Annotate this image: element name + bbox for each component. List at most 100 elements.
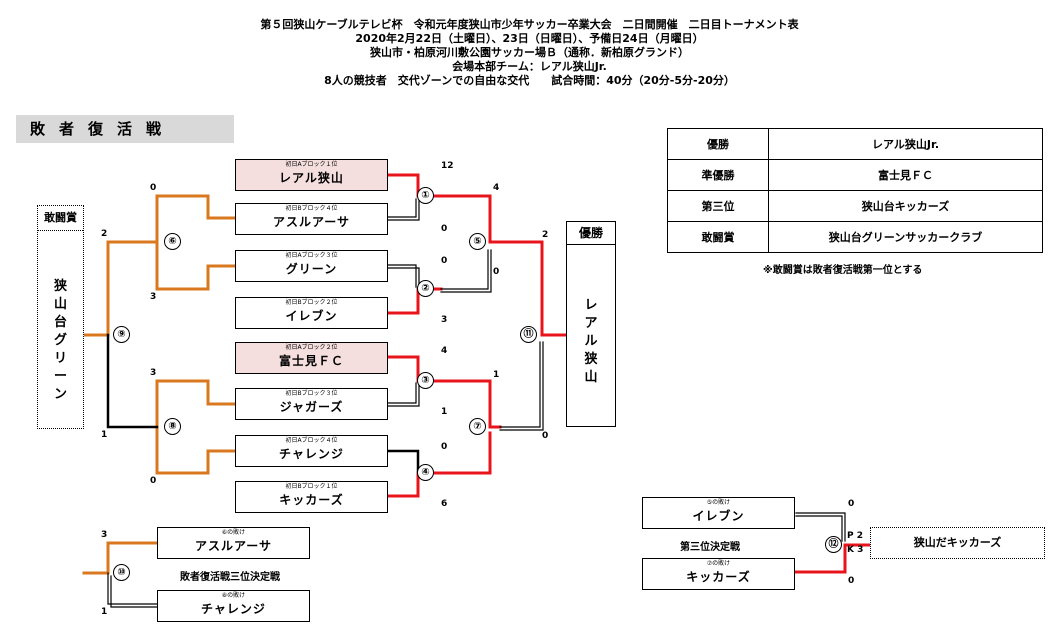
results-table: 優勝 レアル狭山Jr. 準優勝 富士見ＦＣ 第三位 狭山台キッカーズ 敢闘賞 狭…: [667, 128, 1043, 253]
consolation-final-top: ⑥の敗け アスルアーサ: [157, 527, 310, 559]
consolation-final-bottom: ⑧の敗け チャレンジ: [157, 590, 310, 622]
fighting-spirit-box: 敢闘賞 狭山台グリーン: [37, 205, 84, 429]
team-slot: 初日Bブロック３位 ジャガーズ: [235, 388, 388, 420]
team-seed-label: 初日Bブロック１位: [285, 483, 338, 490]
team-name: レアル狭山: [279, 171, 344, 185]
vertical-char: ア: [584, 316, 598, 331]
champion-label: 優勝: [567, 222, 615, 245]
score: 12: [441, 161, 454, 171]
score: 1: [101, 607, 108, 617]
team-seed-label: 初日Aブロック３位: [285, 252, 338, 259]
result-key: 第三位: [667, 190, 769, 222]
team-seed-label: 初日Bブロック２位: [285, 299, 338, 306]
team-name: イレブン: [692, 509, 745, 523]
result-key: 敢闘賞: [667, 221, 769, 253]
fighting-spirit-team: 狭山台グリーン: [38, 278, 83, 404]
result-value: 狭山台グリーンサッカークラブ: [768, 221, 1043, 253]
score: 2: [542, 230, 549, 240]
team-name: チャレンジ: [279, 447, 344, 461]
vertical-char: 山: [53, 297, 67, 312]
score: 0: [848, 576, 855, 586]
score: 0: [542, 431, 549, 441]
score: 1: [101, 430, 108, 440]
match-1-marker: ①: [417, 187, 434, 204]
vertical-char: リ: [53, 351, 67, 366]
team-slot: 初日Aブロック３位 グリーン: [235, 250, 388, 282]
table-row: 敢闘賞 狭山台グリーンサッカークラブ: [667, 221, 1043, 253]
vertical-char: ル: [584, 334, 598, 349]
fighting-spirit-label: 敢闘賞: [38, 206, 83, 231]
team-seed-label: 初日Bブロック３位: [285, 390, 338, 397]
score: 0: [150, 476, 157, 486]
vertical-char: ー: [53, 369, 67, 384]
team-name: グリーン: [285, 262, 338, 276]
team-slot: 初日Bブロック１位 キッカーズ: [235, 481, 388, 513]
team-name: アスルアーサ: [194, 539, 273, 553]
score: 3: [150, 368, 157, 378]
consolation-title: 敗者復活戦: [16, 115, 234, 143]
team-name: アスルアーサ: [272, 215, 351, 229]
team-seed-label: 初日Bブロック４位: [285, 205, 338, 212]
result-key: 準優勝: [667, 159, 769, 191]
team-seed-label: ⑥の敗け: [221, 529, 246, 536]
vertical-char: 山: [584, 370, 598, 385]
score: 0: [441, 256, 448, 266]
vertical-char: 狭: [53, 279, 67, 294]
score: 4: [493, 183, 500, 193]
score: 0: [493, 267, 500, 277]
match-4-marker: ④: [417, 464, 434, 481]
team-name: ジャガーズ: [279, 400, 344, 414]
score: 0: [150, 183, 157, 193]
table-row: 優勝 レアル狭山Jr.: [667, 128, 1043, 160]
score: 4: [441, 346, 448, 356]
team-name: キッカーズ: [686, 570, 751, 584]
vertical-char: レ: [584, 298, 598, 313]
score: 1: [441, 407, 448, 417]
team-slot: 初日Aブロック２位 富士見ＦＣ: [235, 342, 388, 374]
header-line-4: 会場本部チーム：レアル狭山Jr.: [452, 60, 607, 73]
score: 0: [848, 499, 855, 509]
score: 2: [101, 229, 108, 239]
pk-score-top: P 2: [847, 531, 863, 541]
match-3-marker: ③: [417, 372, 434, 389]
team-slot: 初日Bブロック４位 アスルアーサ: [235, 203, 388, 235]
match-11-marker: ⑪: [520, 326, 537, 343]
team-slot: 初日Bブロック２位 イレブン: [235, 297, 388, 329]
score: 0: [441, 442, 448, 452]
pk-score-bottom: K 3: [847, 545, 864, 555]
results-note: ※敢闘賞は敗者復活戦第一位とする: [763, 265, 923, 276]
match-12-marker: ⑫: [825, 536, 842, 553]
team-slot: 初日Aブロック４位 チャレンジ: [235, 435, 388, 467]
match-9-marker: ⑨: [113, 326, 130, 343]
score: 3: [101, 530, 108, 540]
team-name: 富士見ＦＣ: [278, 354, 344, 368]
match-5-marker: ⑤: [469, 233, 486, 250]
result-value: 富士見ＦＣ: [768, 159, 1043, 191]
result-value: 狭山台キッカーズ: [768, 190, 1043, 222]
header-line-5: 8人の競技者 交代ゾーンでの自由な交代 試合時間：40分（20分-5分-20分）: [324, 74, 735, 87]
vertical-char: 台: [53, 315, 67, 330]
match-8-marker: ⑧: [164, 418, 181, 435]
header-line-1: 第５回狭山ケーブルテレビ杯 令和元年度狭山市少年サッカー卒業大会 二日間開催 二…: [260, 18, 799, 31]
champion-name: レアル狭山: [567, 297, 615, 387]
vertical-char: グ: [53, 333, 67, 348]
vertical-char: ン: [53, 387, 67, 402]
team-name: チャレンジ: [201, 602, 266, 616]
table-row: 準優勝 富士見ＦＣ: [667, 159, 1043, 191]
vertical-char: 狭: [584, 352, 598, 367]
third-place-bottom: ⑦の敗け キッカーズ: [642, 558, 795, 590]
team-seed-label: ⑤の敗け: [706, 499, 731, 506]
header-line-2: 2020年2月22日（土曜日）、23日（日曜日）、予備日24日（月曜日）: [355, 32, 704, 45]
match-2-marker: ②: [417, 280, 434, 297]
score: 3: [150, 292, 157, 302]
team-seed-label: ⑧の敗け: [221, 592, 246, 599]
result-key: 優勝: [667, 128, 769, 160]
team-name: イレブン: [285, 309, 338, 323]
match-7-marker: ⑦: [469, 418, 486, 435]
score: 0: [441, 224, 448, 234]
match-6-marker: ⑥: [164, 233, 181, 250]
third-place-winner: 狭山だキッカーズ: [870, 527, 1045, 559]
score: 6: [441, 499, 448, 509]
team-name: キッカーズ: [279, 493, 344, 507]
result-value: レアル狭山Jr.: [768, 128, 1043, 160]
